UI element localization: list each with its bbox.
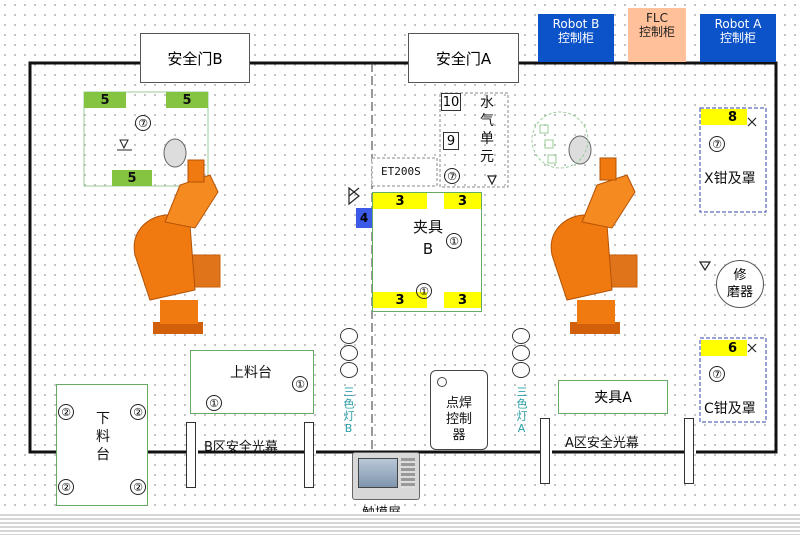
- x-clamp-number: 8: [701, 109, 747, 125]
- safety-door-b-label: 安全门B: [167, 49, 223, 68]
- c-clamp-circle: ⑦: [709, 366, 725, 382]
- unloading-circle-bl: ②: [58, 479, 74, 495]
- lamp-a-1: [512, 328, 530, 344]
- light-curtain-a-right-post: [684, 418, 694, 484]
- water-unit-circle: ⑦: [444, 168, 460, 184]
- fixture-b-corner-bl: 3: [373, 292, 427, 308]
- x-clamp-circle: ⑦: [709, 136, 725, 152]
- marker-5-bottom: 5: [112, 170, 152, 186]
- lamp-a-2: [512, 345, 530, 361]
- unloading-table-label: 下 料 台: [96, 411, 110, 463]
- et200s-frame: [371, 157, 438, 187]
- marker-5-text: 5: [127, 170, 137, 186]
- fixture-b-label: 夹具 B: [413, 218, 444, 258]
- robot-b: [117, 138, 221, 334]
- water-gas-unit-label: 水 气 单 元: [480, 95, 494, 165]
- safety-door-a-label: 安全门A: [435, 49, 492, 68]
- fixture-a-label: 夹具A: [594, 390, 632, 406]
- touch-screen-display: [358, 458, 398, 488]
- safety-door-b[interactable]: 安全门B: [140, 33, 250, 83]
- touch-screen[interactable]: [352, 452, 420, 500]
- spot-weld-indicator: [437, 377, 447, 387]
- fixture-b-circle-top: ①: [446, 233, 462, 249]
- safety-door-a[interactable]: 安全门A: [408, 33, 519, 83]
- gripper-area-b: [83, 91, 209, 187]
- touch-screen-keys: [401, 458, 415, 488]
- marker-5-top-right: 5: [166, 92, 208, 108]
- corner-number: 3: [395, 292, 405, 308]
- marker-5-text: 5: [100, 92, 110, 108]
- bottom-stripe: [0, 512, 800, 535]
- robot-b-cabinet-label: Robot B 控制柜: [552, 17, 600, 45]
- x-clamp-number-text: 8: [727, 109, 737, 125]
- spot-weld-controller-label: 点焊 控制 器: [446, 396, 473, 443]
- robot-b-cabinet: Robot B 控制柜: [538, 14, 614, 62]
- et200s-label: ET200S: [381, 165, 421, 178]
- light-curtain-b-label: B区安全光幕: [204, 440, 278, 455]
- marker-5-top-left: 5: [84, 92, 126, 108]
- flc-cabinet-label: FLC 控制柜: [638, 11, 675, 39]
- corner-number: 3: [395, 193, 405, 209]
- x-clamp-label: X钳及罩: [704, 171, 756, 187]
- light-curtain-b-left-post: [186, 422, 196, 488]
- lamp-a-3: [512, 362, 530, 378]
- lamp-b-3: [340, 362, 358, 378]
- fixture-b-circle-bottom: ①: [416, 283, 432, 299]
- loading-table-label: 上料台: [230, 365, 272, 381]
- lamp-b-1: [340, 328, 358, 344]
- fixture-a: 夹具A: [558, 380, 668, 414]
- unloading-circle-br: ②: [130, 479, 146, 495]
- robot-a-cabinet: Robot A 控制柜: [700, 14, 776, 62]
- unloading-circle-tr: ②: [130, 404, 146, 420]
- c-clamp-label: C钳及罩: [704, 401, 756, 417]
- station-4: 4: [356, 208, 372, 228]
- light-curtain-b-right-post: [304, 422, 314, 488]
- marker-5-text: 5: [182, 92, 192, 108]
- tricolor-lamp-a-label: 三色灯A: [515, 386, 528, 436]
- tricolor-lamp-b-label: 三色灯B: [342, 386, 355, 436]
- light-curtain-a-left-post: [540, 418, 550, 484]
- loading-table-circle-left: ①: [206, 395, 222, 411]
- number-9-box: 9: [443, 132, 459, 150]
- c-clamp-number-text: 6: [727, 340, 737, 356]
- fixture-b-corner-br: 3: [444, 292, 481, 308]
- fixture-b-corner-tl: 3: [373, 193, 427, 209]
- fixture-b-corner-tr: 3: [444, 193, 481, 209]
- water-unit-frame: [439, 92, 509, 188]
- flc-cabinet: FLC 控制柜: [628, 8, 686, 62]
- number-10-box: 10: [441, 93, 461, 111]
- unloading-circle-tl: ②: [58, 404, 74, 420]
- gripper-b-circle: ⑦: [135, 115, 151, 131]
- loading-table-circle-right: ①: [292, 376, 308, 392]
- corner-number: 3: [457, 193, 468, 209]
- light-curtain-a-label: A区安全光幕: [565, 436, 639, 451]
- robot-a-cabinet-label: Robot A 控制柜: [714, 17, 762, 45]
- corner-number: 3: [457, 292, 468, 308]
- valve-symbols: [348, 117, 757, 353]
- robot-a: [531, 111, 638, 334]
- lamp-b-2: [340, 345, 358, 361]
- c-clamp-number: 6: [701, 340, 747, 356]
- dresser: 修 磨器: [716, 260, 764, 308]
